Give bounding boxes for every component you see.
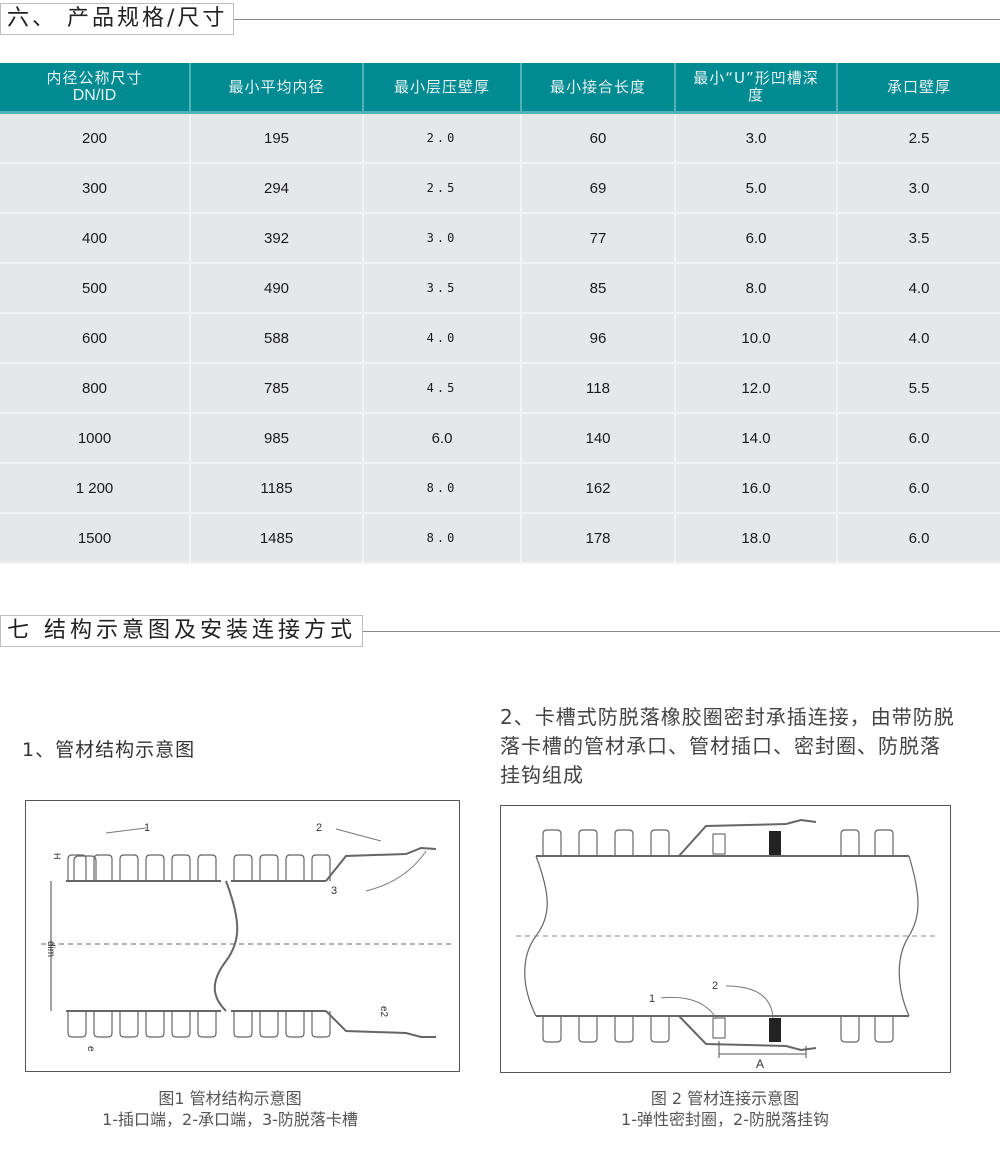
table-cell: 3.0	[675, 112, 838, 164]
column-header-u-groove-depth: 最小“U”形凹槽深度	[675, 63, 838, 114]
svg-text:e2: e2	[378, 1006, 389, 1018]
column-header-min-joint-length: 最小接合长度	[521, 63, 676, 114]
table-cell: 490	[190, 263, 364, 314]
table-cell: 178	[521, 513, 676, 564]
figure-2-legend: 1-弹性密封圈，2-防脱落挂钩	[621, 1110, 829, 1129]
svg-text:e: e	[85, 1046, 96, 1052]
table-cell: 195	[190, 112, 364, 164]
svg-text:dim: dim	[45, 941, 56, 957]
table-cell: 392	[190, 213, 364, 264]
table-cell: 400	[0, 213, 191, 264]
table-cell: 2.5	[363, 163, 522, 214]
table-cell: 300	[0, 163, 191, 214]
table-cell: 3.5	[837, 213, 1000, 264]
table-cell: 14.0	[675, 413, 838, 464]
table-cell: 6.0	[837, 413, 1000, 464]
table-cell: 6.0	[837, 463, 1000, 514]
table-cell: 162	[521, 463, 676, 514]
table-cell: 200	[0, 112, 191, 164]
table-cell: 5.5	[837, 363, 1000, 414]
table-cell: 2.5	[837, 112, 1000, 164]
svg-text:1: 1	[649, 993, 655, 1005]
table-cell: 8.0	[363, 513, 522, 564]
figure-1-title: 图1 管材结构示意图	[158, 1089, 302, 1108]
table-cell: 96	[521, 313, 676, 364]
figure-pipe-structure: 1 2 3 H dim e e2	[25, 800, 460, 1072]
table-cell: 785	[190, 363, 364, 414]
section-divider	[234, 18, 1000, 20]
figure-1-caption: 图1 管材结构示意图 1-插口端，2-承口端，3-防脱落卡槽	[40, 1088, 420, 1130]
svg-text:3: 3	[331, 885, 337, 897]
table-cell: 6.0	[363, 413, 522, 464]
table-cell: 1500	[0, 513, 191, 564]
table-cell: 1 200	[0, 463, 191, 514]
table-cell: 4.0	[837, 313, 1000, 364]
table-cell: 3.0	[837, 163, 1000, 214]
svg-text:2: 2	[316, 822, 322, 834]
table-cell: 3.0	[363, 213, 522, 264]
table-cell: 16.0	[675, 463, 838, 514]
table-cell: 140	[521, 413, 676, 464]
table-cell: 8.0	[363, 463, 522, 514]
table-cell: 12.0	[675, 363, 838, 414]
table-cell: 1185	[190, 463, 364, 514]
table-cell: 5.0	[675, 163, 838, 214]
table-cell: 4.0	[837, 263, 1000, 314]
table-cell: 77	[521, 213, 676, 264]
figure-pipe-connection: 1 2 A	[500, 805, 951, 1073]
subheading-connection-method: 2、卡槽式防脱落橡胶圈密封承插连接，由带防脱落卡槽的管材承口、管材插口、密封圈、…	[500, 705, 955, 787]
column-header-socket-wall: 承口壁厚	[837, 63, 1000, 114]
table-cell: 2.0	[363, 112, 522, 164]
table-cell: 3.5	[363, 263, 522, 314]
table-cell: 4.0	[363, 313, 522, 364]
table-cell: 985	[190, 413, 364, 464]
table-cell: 500	[0, 263, 191, 314]
section-divider	[363, 630, 1000, 632]
table-cell: 69	[521, 163, 676, 214]
table-cell: 294	[190, 163, 364, 214]
table-cell: 10.0	[675, 313, 838, 364]
figure-2-title: 图 2 管材连接示意图	[650, 1089, 800, 1108]
column-header-min-wall: 最小层压壁厚	[363, 63, 522, 114]
svg-text:H: H	[52, 853, 62, 860]
subheading-pipe-structure: 1、管材结构示意图	[22, 739, 196, 761]
table-cell: 4.5	[363, 363, 522, 414]
section-7-header: 七 结构示意图及安装连接方式	[0, 615, 1000, 647]
table-cell: 85	[521, 263, 676, 314]
svg-text:1: 1	[144, 822, 150, 834]
figure-2-caption: 图 2 管材连接示意图 1-弹性密封圈，2-防脱落挂钩	[520, 1088, 930, 1130]
pipe-structure-diagram: 1 2 3 H dim e e2	[41, 822, 451, 1052]
table-cell: 6.0	[675, 213, 838, 264]
table-cell: 118	[521, 363, 676, 414]
table-cell: 1485	[190, 513, 364, 564]
figure-1-legend: 1-插口端，2-承口端，3-防脱落卡槽	[102, 1110, 358, 1129]
table-cell: 800	[0, 363, 191, 414]
table-cell: 1000	[0, 413, 191, 464]
table-cell: 8.0	[675, 263, 838, 314]
svg-text:A: A	[756, 1057, 764, 1071]
table-cell: 588	[190, 313, 364, 364]
section-7-title: 七 结构示意图及安装连接方式	[0, 615, 363, 647]
section-6-header: 六、 产品规格/尺寸	[0, 3, 1000, 35]
svg-text:2: 2	[712, 980, 718, 992]
table-cell: 60	[521, 112, 676, 164]
table-cell: 6.0	[837, 513, 1000, 564]
table-cell: 600	[0, 313, 191, 364]
table-cell: 18.0	[675, 513, 838, 564]
pipe-connection-diagram: 1 2 A	[516, 818, 936, 1071]
column-header-min-mean-id: 最小平均内径	[190, 63, 364, 114]
section-6-title: 六、 产品规格/尺寸	[0, 3, 235, 35]
